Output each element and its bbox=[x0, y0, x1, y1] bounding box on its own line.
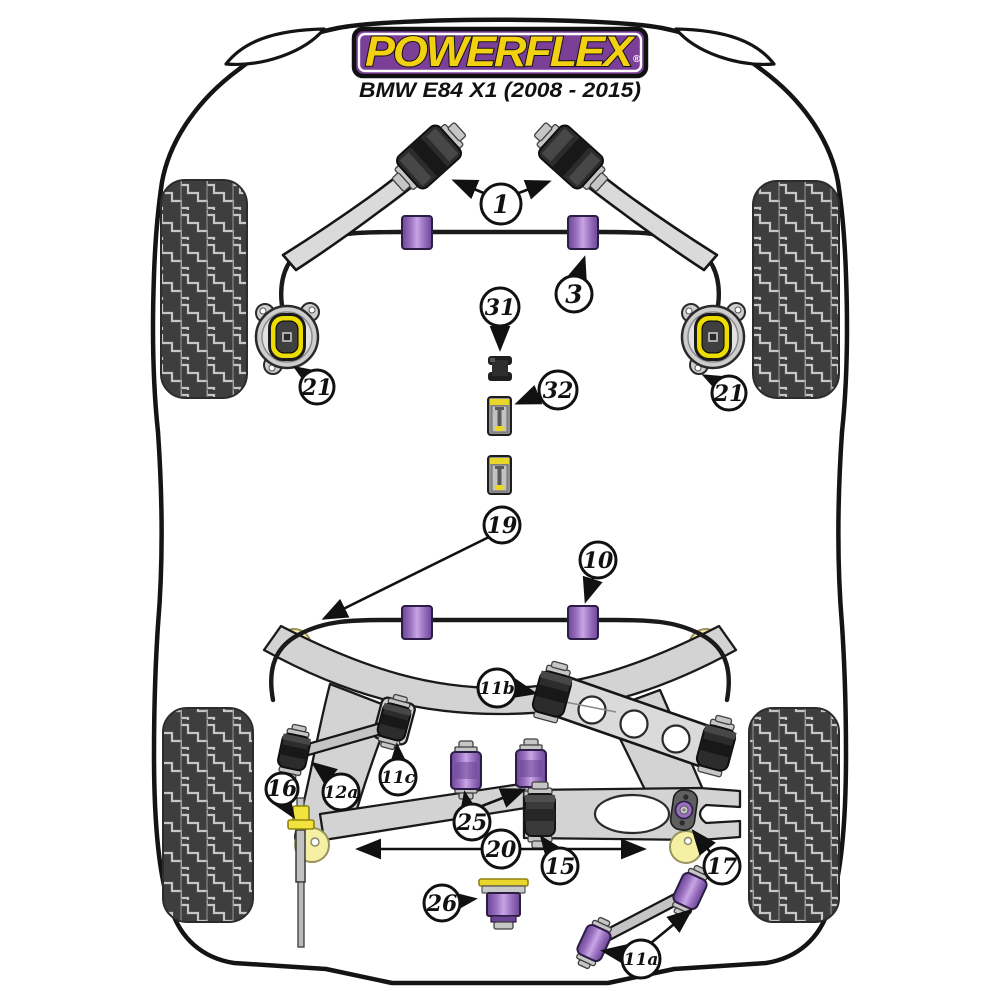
callout-10: 10 bbox=[578, 540, 618, 580]
arrow-17 bbox=[691, 828, 716, 856]
svg-text:3: 3 bbox=[565, 280, 582, 309]
link-11a bbox=[576, 864, 708, 970]
front-suspension bbox=[254, 122, 747, 495]
trailing-arm-hole bbox=[593, 793, 671, 835]
callouts: 1 3 31 32 21 21 19 10 11b 11c 16 12a 25 … bbox=[264, 182, 748, 980]
arrow-15 bbox=[539, 834, 564, 862]
tire-front-left bbox=[160, 179, 248, 399]
rear-anti-roll-bar bbox=[269, 617, 731, 703]
callout-16: 16 bbox=[264, 771, 300, 807]
svg-text:20: 20 bbox=[485, 837, 517, 863]
svg-text:17: 17 bbox=[707, 854, 738, 880]
callout-12a: 12a bbox=[321, 772, 361, 812]
svg-text:16: 16 bbox=[267, 776, 298, 802]
arrow-16 bbox=[272, 791, 296, 820]
arrow-11c bbox=[388, 742, 410, 769]
arrow-11a-right bbox=[650, 908, 694, 945]
left-mirror bbox=[224, 27, 326, 66]
callout-21-left: 21 bbox=[298, 368, 336, 406]
tire-front-right bbox=[752, 180, 840, 399]
callout-20: 20 bbox=[480, 828, 522, 870]
upper-arm-hole-3 bbox=[661, 724, 691, 754]
small-bushing-31 bbox=[488, 356, 512, 381]
front-arb-bushing-right bbox=[567, 215, 599, 250]
control-arm-bushing-right bbox=[533, 122, 609, 192]
powerflex-logo: POWERFLEX ® bbox=[351, 26, 649, 79]
callout-17: 17 bbox=[702, 846, 742, 886]
bump-stop-upper bbox=[487, 396, 512, 436]
callout-15: 15 bbox=[540, 846, 580, 886]
registered-mark: ® bbox=[633, 54, 641, 65]
svg-text:21: 21 bbox=[301, 375, 333, 401]
control-arm-bushing-left bbox=[391, 122, 467, 192]
svg-text:12a: 12a bbox=[324, 783, 359, 803]
arrow-3 bbox=[567, 255, 587, 284]
mount-hole-left bbox=[310, 837, 320, 847]
arrow-32 bbox=[514, 385, 543, 405]
tire-rear-left bbox=[162, 707, 254, 923]
front-arb-bushing-left bbox=[401, 215, 433, 250]
svg-text:26: 26 bbox=[426, 891, 458, 917]
callout-21-right: 21 bbox=[710, 374, 748, 412]
arrow-11a-left bbox=[600, 944, 628, 965]
leader-arrows bbox=[272, 179, 730, 965]
trailing-arm-bushing-15 bbox=[524, 781, 556, 849]
callout-11a: 11a bbox=[620, 938, 662, 980]
callout-32: 32 bbox=[537, 369, 579, 411]
arrow-26 bbox=[450, 891, 478, 913]
callout-11b: 11b bbox=[476, 667, 518, 709]
svg-text:25: 25 bbox=[456, 810, 488, 836]
arrow-10 bbox=[582, 575, 603, 604]
callout-1: 1 bbox=[479, 182, 523, 226]
arrow-12a bbox=[310, 761, 338, 786]
outer-bracket-17 bbox=[669, 789, 699, 831]
bump-stop-lower bbox=[487, 455, 512, 495]
svg-text:19: 19 bbox=[487, 513, 518, 539]
callout-11c: 11c bbox=[378, 757, 418, 797]
mount-hole-right bbox=[683, 836, 693, 846]
callout-31: 31 bbox=[479, 286, 521, 328]
upper-arm-bushing-inner bbox=[531, 660, 573, 724]
rear-arb-bushing-left bbox=[401, 605, 433, 640]
lateral-link-bushing-outer bbox=[277, 723, 312, 781]
arrow-25-right bbox=[481, 788, 527, 808]
lateral-link-rod-fill bbox=[291, 721, 395, 758]
upper-arm-hole-2 bbox=[619, 709, 649, 739]
upper-arm-bushing-outer bbox=[695, 714, 737, 778]
svg-text:15: 15 bbox=[545, 854, 576, 880]
callout-25: 25 bbox=[452, 802, 492, 842]
svg-text:31: 31 bbox=[485, 295, 516, 321]
callout-19: 19 bbox=[482, 505, 522, 545]
svg-text:11b: 11b bbox=[479, 679, 515, 699]
callout-3: 3 bbox=[554, 274, 594, 314]
link-11a-bushing-upper bbox=[672, 864, 708, 918]
arrow-1-right bbox=[515, 180, 552, 200]
arrow-11b bbox=[510, 678, 538, 699]
logo-badge bbox=[351, 26, 649, 79]
svg-text:32: 32 bbox=[543, 378, 574, 404]
rear-suspension bbox=[262, 605, 742, 970]
svg-text:21: 21 bbox=[713, 381, 745, 407]
svg-text:1: 1 bbox=[492, 190, 509, 219]
rear-arb-bushing-right bbox=[567, 605, 599, 640]
svg-text:11c: 11c bbox=[381, 768, 416, 788]
rear-subframe-crossmember bbox=[262, 624, 738, 716]
subframe-bushing-25-left bbox=[450, 740, 482, 800]
callout-26: 26 bbox=[422, 883, 462, 923]
svg-text:11a: 11a bbox=[624, 950, 659, 970]
arrow-25-left bbox=[459, 790, 480, 818]
tire-rear-right bbox=[748, 707, 840, 923]
upper-arm-hole-1 bbox=[577, 695, 607, 725]
arrow-19 bbox=[321, 535, 490, 620]
diff-mount-insert-26 bbox=[478, 878, 529, 930]
drop-link bbox=[287, 797, 315, 948]
brand-text: POWERFLEX bbox=[365, 28, 636, 76]
model-title: BMW E84 X1 (2008 - 2015) bbox=[359, 79, 641, 102]
svg-text:10: 10 bbox=[583, 548, 614, 574]
arrow-1-left bbox=[451, 179, 487, 200]
right-mirror bbox=[674, 27, 776, 66]
